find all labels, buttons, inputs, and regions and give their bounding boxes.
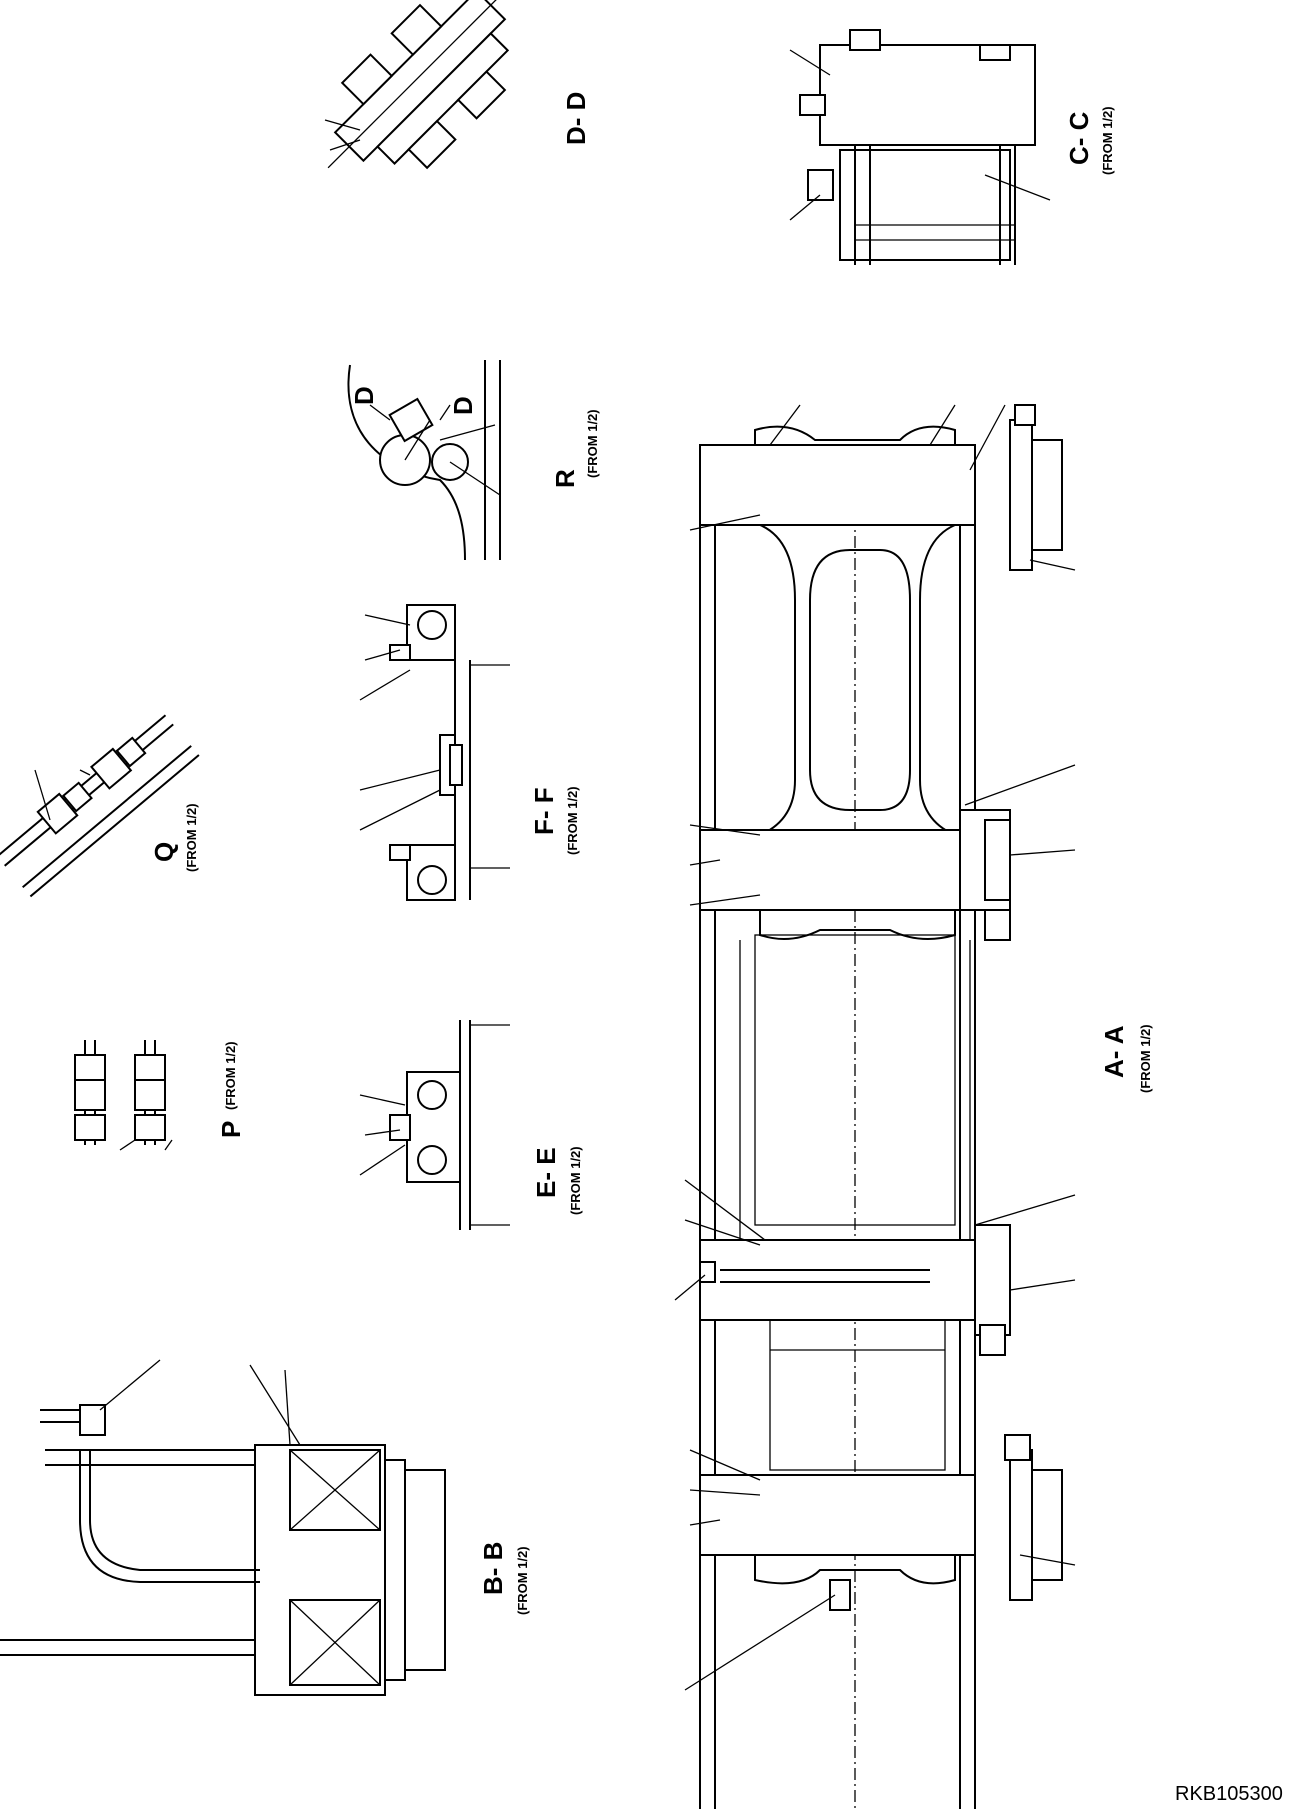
view-e-e-title: E- E bbox=[531, 1147, 561, 1198]
view-r-drawing bbox=[347, 360, 501, 561]
view-a-a-source: (FROM 1/2) bbox=[1138, 1024, 1153, 1093]
view-e-e-source: (FROM 1/2) bbox=[568, 1146, 583, 1215]
view-b-b-title: B- B bbox=[478, 1542, 508, 1595]
drawing-code: RKB105300 bbox=[1175, 1783, 1283, 1805]
view-d-d-title: D- D bbox=[561, 92, 591, 145]
view-q-drawing bbox=[0, 714, 200, 898]
view-p-source: (FROM 1/2) bbox=[223, 1041, 238, 1110]
view-a-a-drawing bbox=[674, 404, 1076, 1809]
view-f-f-title: F- F bbox=[529, 787, 559, 835]
view-q-title: Q bbox=[149, 842, 179, 862]
view-c-c-source: (FROM 1/2) bbox=[1100, 106, 1115, 175]
view-p-title: P bbox=[216, 1121, 246, 1138]
view-q-source: (FROM 1/2) bbox=[184, 803, 199, 872]
view-r-marker-right: D bbox=[448, 396, 478, 415]
view-a-a-title: A- A bbox=[1099, 1025, 1129, 1078]
view-b-b-source: (FROM 1/2) bbox=[515, 1546, 530, 1615]
view-d-d-drawing bbox=[324, 0, 513, 170]
view-e-e-drawing bbox=[359, 1020, 510, 1230]
view-f-f-source: (FROM 1/2) bbox=[565, 786, 580, 855]
view-c-c-title: C- C bbox=[1064, 111, 1094, 165]
view-r-title: R bbox=[550, 469, 580, 488]
view-p-drawing bbox=[74, 1040, 173, 1151]
view-r-source: (FROM 1/2) bbox=[585, 409, 600, 478]
view-r-marker-left: D bbox=[349, 386, 379, 405]
view-c-c-drawing bbox=[789, 29, 1051, 265]
view-f-f-drawing bbox=[359, 604, 510, 901]
view-b-b-drawing bbox=[0, 1359, 446, 1696]
